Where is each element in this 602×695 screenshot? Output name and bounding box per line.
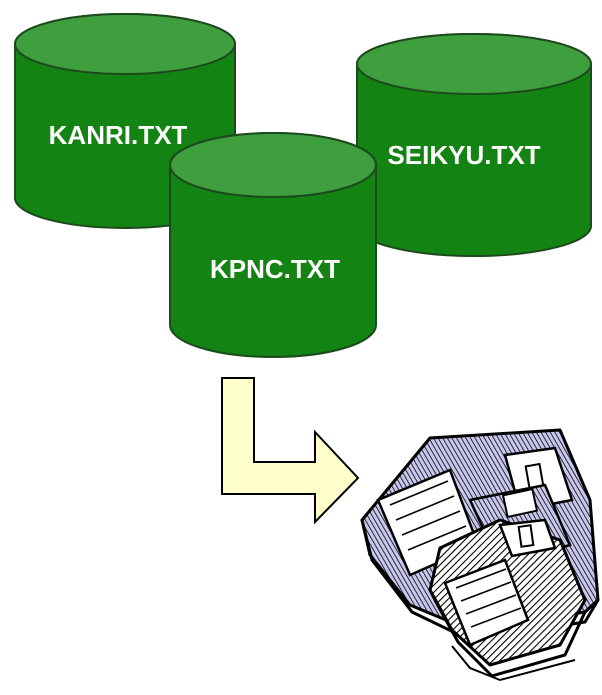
database-kpnc-top bbox=[169, 132, 377, 198]
floppy-front-shutter-slot bbox=[517, 524, 535, 548]
bent-arrow bbox=[221, 377, 360, 525]
database-seikyu: SEIKYU.TXT bbox=[356, 33, 592, 257]
database-kpnc-label: KPNC.TXT bbox=[210, 254, 340, 284]
floppy-front-label bbox=[443, 558, 530, 647]
floppy-front-edge bbox=[428, 589, 587, 678]
floppy-front-label-lines bbox=[455, 568, 522, 628]
database-kpnc: KPNC.TXT bbox=[169, 132, 377, 358]
floppy-back-label-lines bbox=[389, 480, 467, 551]
floppy-middle-shutter bbox=[501, 487, 539, 519]
database-kanri-label: KANRI.TXT bbox=[49, 120, 188, 150]
floppy-disks-icon bbox=[360, 428, 600, 682]
floppy-back-disk-edge bbox=[360, 519, 600, 642]
database-seikyu-label: SEIKYU.TXT bbox=[387, 140, 540, 170]
database-seikyu-top bbox=[356, 33, 592, 95]
database-kanri-top bbox=[14, 13, 236, 75]
floppy-bottom-edge bbox=[451, 645, 576, 682]
